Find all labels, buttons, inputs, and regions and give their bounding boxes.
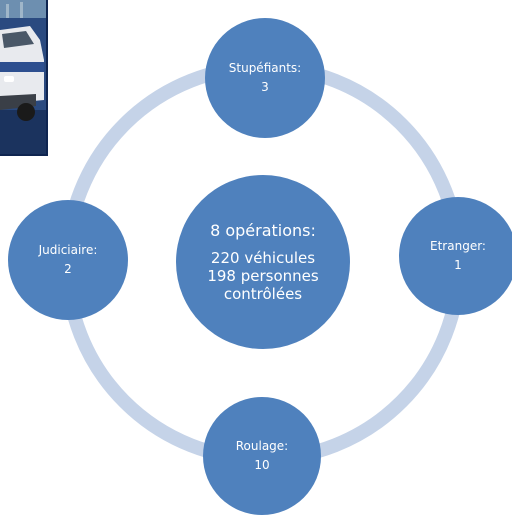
node-roulage: Roulage: 10	[203, 397, 321, 515]
node-judiciaire: Judiciaire: 2	[8, 200, 128, 320]
node-etranger-value: 1	[454, 258, 462, 272]
node-roulage-label: Roulage:	[235, 438, 289, 453]
node-center-summary: 8 opérations: 220 véhicules 198 personne…	[176, 175, 350, 349]
node-stupefiants: Stupéfiants: 3	[205, 18, 325, 138]
node-stupefiants-value: 3	[261, 80, 269, 94]
node-stupefiants-label: Stupéfiants:	[228, 60, 302, 75]
node-roulage-value: 10	[254, 458, 270, 472]
police-car-photo	[0, 0, 48, 156]
center-line-persons: 198 personnes	[207, 266, 319, 285]
center-line-controlled: contrôlées	[223, 284, 303, 303]
center-line-vehicles: 220 véhicules	[210, 248, 316, 267]
node-judiciaire-label: Judiciaire:	[38, 242, 98, 257]
node-etranger: Etranger: 1	[399, 197, 512, 315]
node-judiciaire-value: 2	[64, 262, 72, 276]
node-etranger-label: Etranger:	[430, 238, 486, 253]
center-title: 8 opérations:	[210, 221, 316, 241]
